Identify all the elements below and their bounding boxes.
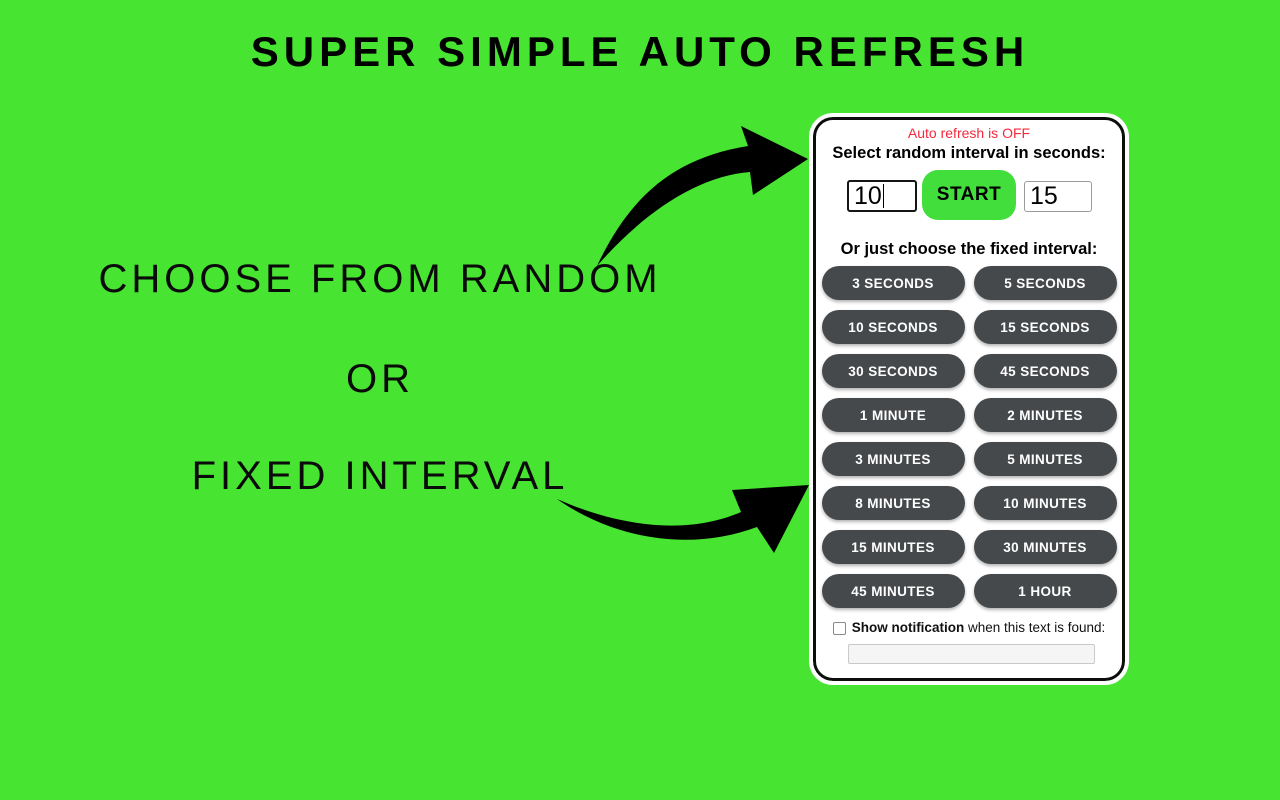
notification-label: Show notification when this text is foun… (852, 620, 1106, 636)
interval-button-grid: 3 SECONDS 5 SECONDS 10 SECONDS 15 SECOND… (816, 266, 1122, 608)
start-button[interactable]: START (922, 170, 1016, 220)
interval-button-45-minutes[interactable]: 45 MINUTES (821, 574, 965, 608)
interval-button-1-minute[interactable]: 1 MINUTE (821, 398, 965, 432)
max-seconds-value: 15 (1030, 182, 1058, 210)
notification-row: Show notification when this text is foun… (816, 620, 1122, 636)
tagline-line-2: OR (346, 357, 414, 401)
text-caret (882, 184, 885, 208)
tagline-line-3: FIXED INTERVAL (191, 454, 569, 498)
interval-button-5-minutes[interactable]: 5 MINUTES (973, 442, 1117, 476)
interval-button-2-minutes[interactable]: 2 MINUTES (973, 398, 1117, 432)
interval-button-10-seconds[interactable]: 10 SECONDS (821, 310, 965, 344)
min-seconds-value: 10 (854, 182, 882, 210)
interval-button-45-seconds[interactable]: 45 SECONDS (973, 354, 1117, 388)
notification-label-rest: when this text is found: (964, 620, 1106, 635)
show-notification-checkbox[interactable] (832, 621, 846, 635)
min-seconds-input[interactable]: 10 (847, 180, 917, 212)
status-text: Auto refresh is OFF (907, 125, 1031, 141)
tagline-line-1: CHOOSE FROM RANDOM (98, 257, 662, 301)
page-title: SUPER SIMPLE AUTO REFRESH (250, 28, 1030, 75)
interval-button-8-minutes[interactable]: 8 MINUTES (821, 486, 965, 520)
random-interval-heading: Select random interval in seconds: (832, 144, 1106, 162)
fixed-interval-heading: Or just choose the fixed interval: (840, 240, 1098, 258)
auto-refresh-popup-panel: Auto refresh is OFF Select random interv… (809, 113, 1129, 685)
interval-button-5-seconds[interactable]: 5 SECONDS (973, 266, 1117, 300)
notification-label-bold: Show notification (851, 620, 965, 635)
interval-button-30-minutes[interactable]: 30 MINUTES (973, 530, 1117, 564)
interval-button-10-minutes[interactable]: 10 MINUTES (973, 486, 1117, 520)
interval-button-3-minutes[interactable]: 3 MINUTES (821, 442, 965, 476)
interval-button-1-hour[interactable]: 1 HOUR (973, 574, 1117, 608)
interval-button-15-minutes[interactable]: 15 MINUTES (821, 530, 965, 564)
interval-button-30-seconds[interactable]: 30 SECONDS (821, 354, 965, 388)
interval-button-3-seconds[interactable]: 3 SECONDS (821, 266, 965, 300)
interval-button-15-seconds[interactable]: 15 SECONDS (973, 310, 1117, 344)
max-seconds-input[interactable]: 15 (1024, 181, 1092, 212)
notification-text-input[interactable] (848, 644, 1095, 664)
